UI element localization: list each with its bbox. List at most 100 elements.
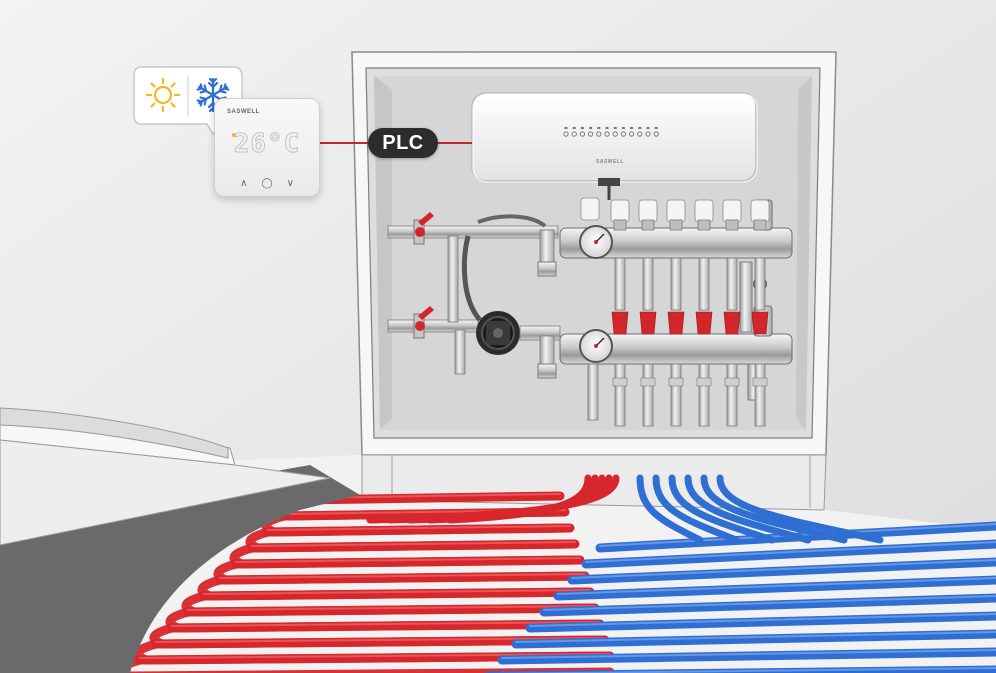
loop-actuator	[666, 199, 686, 223]
cooling-pipe-highlight	[571, 559, 996, 579]
controller-brand: SASWELL	[596, 159, 624, 165]
heating-pipe-run	[199, 587, 595, 601]
down-arrow-icon[interactable]: ∨	[286, 178, 294, 189]
heating-pipe-highlight	[155, 637, 606, 643]
controller-led	[654, 127, 658, 129]
cooling-feed-pipe	[700, 474, 848, 544]
loop-actuator-base	[753, 219, 767, 231]
snowflake-icon	[196, 77, 230, 113]
loop-outlet	[614, 363, 626, 427]
manifold-loops	[580, 197, 770, 427]
cooling-pipe-highlight	[487, 667, 996, 673]
manifold	[387, 197, 793, 427]
controller-port	[612, 131, 618, 137]
heating-pipe-run	[215, 571, 590, 585]
heating-pipe-highlight	[219, 573, 586, 579]
heating-pipe-run	[247, 539, 580, 553]
loop-outlet	[670, 363, 682, 427]
controller-led	[597, 127, 601, 129]
heating-pipe-highlight	[235, 557, 581, 563]
cooling-pipe-run	[581, 539, 996, 569]
controller-led	[589, 127, 593, 129]
loop-actuator-base	[641, 219, 655, 231]
loop-outlet	[642, 363, 654, 427]
heating-pipe-run	[295, 491, 565, 505]
loop-actuator-base	[725, 219, 739, 231]
controller-led	[613, 127, 617, 129]
loop-outlet	[726, 363, 738, 427]
controller-led	[580, 127, 584, 129]
loop-outlet	[698, 363, 710, 427]
thermostat-buttons: ∧ ◯ ∨	[215, 179, 319, 189]
heating-pipe-highlight	[139, 653, 611, 659]
cooling-feed-pipe	[636, 474, 704, 544]
heating-pipe-highlight	[203, 589, 591, 595]
controller-led	[630, 127, 634, 129]
heating-feed-pipe	[366, 474, 620, 524]
loop-flow-tube	[670, 257, 682, 311]
loop-flow-tube	[754, 257, 766, 311]
loop-actuator-base	[613, 219, 627, 231]
plc-label: PLC	[368, 128, 438, 158]
cooling-feed-pipe	[652, 474, 740, 544]
up-arrow-icon[interactable]: ∧	[240, 178, 248, 189]
controller-port	[645, 131, 651, 137]
controller-port	[628, 131, 635, 137]
loop-flow-meter	[723, 311, 741, 335]
thermostat-unit: °C	[266, 129, 301, 160]
controller-port	[563, 131, 569, 137]
controller-led	[621, 127, 625, 129]
loop-actuator	[750, 199, 770, 223]
heating-pipe-run	[263, 523, 575, 537]
loop-outlet	[587, 363, 599, 421]
heating-pipe-highlight	[251, 541, 576, 547]
supply-ball-valve	[413, 212, 434, 245]
thermostat: SASWELL 26°C ∧ ◯ ∨	[214, 98, 320, 197]
cooling-pipe-highlight	[501, 649, 996, 659]
controller-port	[579, 131, 586, 137]
cooling-pipe-highlight	[515, 631, 996, 643]
controller-port	[620, 131, 627, 137]
loop-outlet-nut	[696, 377, 712, 387]
return-pressure-gauge	[579, 329, 613, 363]
wiring-controller	[471, 92, 758, 200]
cooling-pipe-run	[511, 629, 996, 649]
loop-actuator	[610, 199, 630, 223]
controller-led	[605, 127, 609, 129]
loop-flow-meter	[667, 311, 685, 335]
cooling-pipe-run	[525, 611, 996, 633]
cooling-pipe-run	[567, 557, 996, 585]
loop-flow-meter	[611, 311, 629, 335]
cooling-pipe-highlight	[557, 577, 996, 595]
power-icon[interactable]: ◯	[261, 178, 273, 189]
controller-led	[564, 127, 568, 129]
heating-pipe-highlight	[187, 605, 596, 611]
loop-actuator	[722, 199, 742, 223]
loop-outlet-nut	[640, 377, 656, 387]
cooling-pipe-highlight	[585, 541, 996, 563]
cooling-feed-pipe	[684, 474, 812, 544]
cooling-pipe-highlight	[543, 595, 996, 611]
heating-pipe-highlight	[267, 525, 571, 531]
loop-actuator	[580, 197, 600, 221]
loop-flow-tube	[614, 257, 626, 311]
thermostat-display: 26°C	[215, 129, 319, 160]
controller-port	[604, 131, 610, 137]
loop-outlet	[754, 363, 766, 427]
cooling-pipe-run	[539, 593, 996, 617]
insulation-panel	[0, 407, 360, 673]
loop-flow-tube	[698, 257, 710, 311]
controller-port	[587, 131, 594, 137]
thermostat-temperature: 26	[233, 129, 267, 160]
return-ball-valve	[413, 306, 434, 339]
loop-outlet-nut	[752, 377, 768, 387]
controller-led	[572, 127, 576, 129]
controller-indicator-row	[563, 127, 659, 137]
supply-pressure-gauge	[579, 225, 613, 259]
thermostat-brand: SASWELL	[227, 109, 260, 115]
heating-pipe-run	[183, 603, 600, 617]
loop-flow-meter	[751, 311, 769, 335]
controller-port	[653, 131, 659, 137]
